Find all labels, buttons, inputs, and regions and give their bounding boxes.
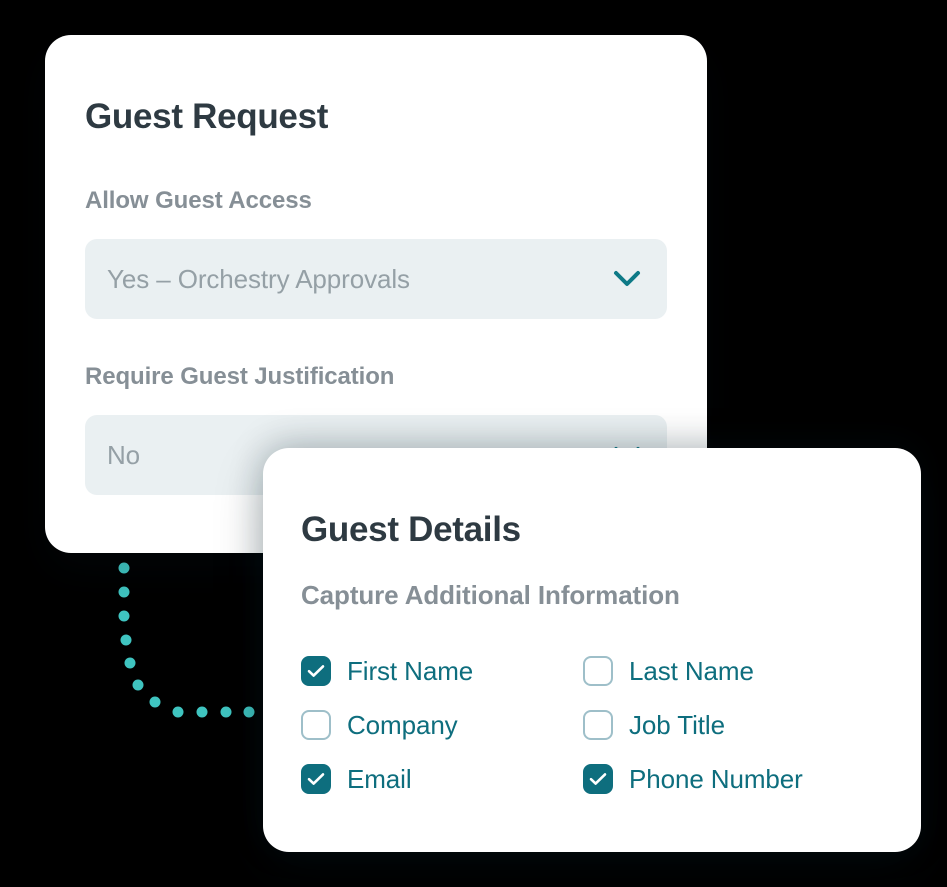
checkbox-unchecked-icon[interactable] <box>301 710 331 740</box>
checkbox-unchecked-icon[interactable] <box>583 656 613 686</box>
path-dot <box>220 706 232 718</box>
allow-guest-access-select[interactable]: Yes – Orchestry Approvals <box>85 239 667 319</box>
checkbox-label: First Name <box>347 655 474 686</box>
allow-guest-access-value: Yes – Orchestry Approvals <box>107 263 410 294</box>
checkbox-label: Job Title <box>629 709 725 740</box>
allow-guest-access-label: Allow Guest Access <box>85 187 312 214</box>
path-dot <box>149 696 161 708</box>
checkbox-label: Email <box>347 763 412 794</box>
path-dot <box>118 562 130 574</box>
guest-details-subtitle: Capture Additional Information <box>301 580 680 610</box>
checkbox-label: Last Name <box>629 655 754 686</box>
guest-details-title: Guest Details <box>301 510 521 549</box>
path-dot <box>172 706 184 718</box>
checkbox-checked-icon[interactable] <box>301 656 331 686</box>
checkbox-label: Company <box>347 709 458 740</box>
checkbox-item[interactable]: Company <box>301 698 583 752</box>
path-dot <box>132 679 144 691</box>
checkbox-checked-icon[interactable] <box>301 764 331 794</box>
require-guest-justification-value: No <box>107 439 141 470</box>
checkbox-item[interactable]: Last Name <box>583 644 865 698</box>
checkbox-item[interactable]: Phone Number <box>583 752 865 806</box>
path-dot <box>118 586 130 598</box>
checkbox-item[interactable]: Job Title <box>583 698 865 752</box>
checkbox-item[interactable]: First Name <box>301 644 583 698</box>
path-dot <box>124 657 136 669</box>
checkbox-checked-icon[interactable] <box>583 764 613 794</box>
checkbox-unchecked-icon[interactable] <box>583 710 613 740</box>
checkbox-item[interactable]: Email <box>301 752 583 806</box>
chevron-down-icon[interactable] <box>613 270 641 288</box>
checkbox-label: Phone Number <box>629 763 803 794</box>
path-dot <box>118 610 130 622</box>
page-title: Guest Request <box>85 97 329 136</box>
guest-details-card: Guest Details Capture Additional Informa… <box>263 448 921 852</box>
path-dot <box>196 706 208 718</box>
path-dot <box>243 706 255 718</box>
path-dot <box>120 634 132 646</box>
require-guest-justification-label: Require Guest Justification <box>85 363 395 390</box>
